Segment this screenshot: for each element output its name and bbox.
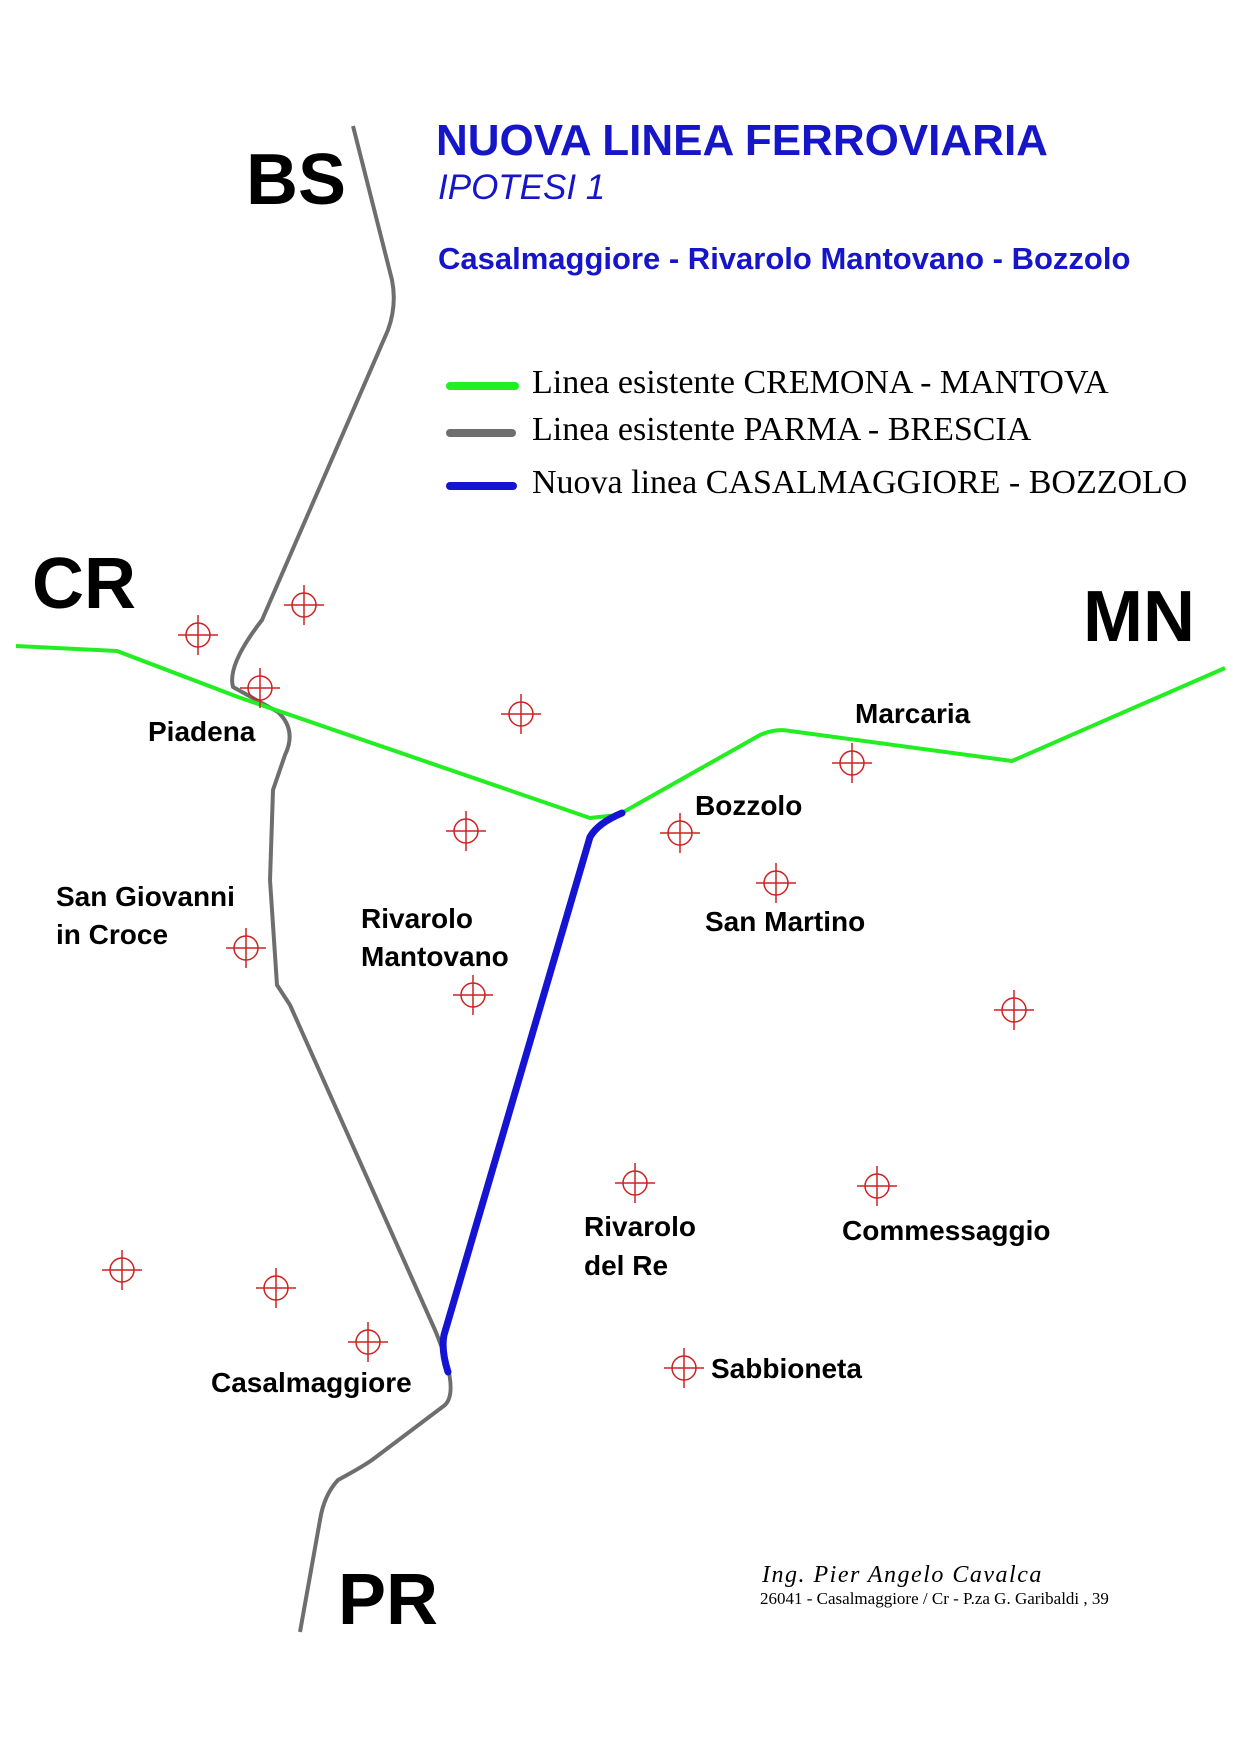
author-address: 26041 - Casalmaggiore / Cr - P.za G. Gar… [760,1589,1109,1608]
town-marker-casalmaggiore-icon [347,1321,389,1363]
map-title: NUOVA LINEA FERROVIARIA [436,116,1048,165]
town-marker-rivarolo-del-re-icon [614,1162,656,1204]
author-credit: Ing. Pier Angelo Cavalca [761,1562,1043,1588]
legend: Linea esistente CREMONA - MANTOVA Linea … [446,364,1187,501]
town-marker-bozzolo-icon [659,812,701,854]
town-marker-piadena-icon [239,667,281,709]
town-marker-marcaria-icon [831,742,873,784]
town-marker-icon [101,1249,143,1291]
town-label-rivarolo-del-re-line2: del Re [584,1250,668,1281]
rail-line-parma-brescia [230,125,453,1633]
rail-line-new-casalmaggiore-bozzolo [439,809,626,1376]
town-marker-commessaggio-icon [856,1165,898,1207]
town-label-san-martino: San Martino [705,906,865,937]
province-label-cr: CR [32,544,136,624]
town-label-commessaggio: Commessaggio [842,1215,1051,1246]
province-label-bs: BS [246,140,346,220]
town-label-rivarolo-mantovano-line1: Rivarolo [361,903,473,934]
town-marker-icon [993,989,1035,1031]
town-marker-icon [177,614,219,656]
town-label-casalmaggiore: Casalmaggiore [211,1367,412,1398]
town-label-san-giovanni-line2: in Croce [56,919,168,950]
town-label-sabbioneta: Sabbioneta [711,1353,862,1384]
town-label-bozzolo: Bozzolo [695,790,802,821]
town-marker-sabbioneta-icon [663,1347,705,1389]
province-label-mn: MN [1083,577,1195,657]
town-label-rivarolo-del-re-line1: Rivarolo [584,1211,696,1242]
town-marker-rivarolo-mantovano-icon [452,974,494,1016]
town-marker-san-giovanni-icon [225,927,267,969]
province-label-pr: PR [338,1560,438,1640]
town-label-piadena: Piadena [148,716,256,747]
legend-label-new-line: Nuova linea CASALMAGGIORE - BOZZOLO [532,464,1187,501]
map-subtitle: IPOTESI 1 [438,168,605,207]
town-marker-san-martino-icon [755,862,797,904]
town-label-marcaria: Marcaria [855,698,971,729]
town-label-san-giovanni-line1: San Giovanni [56,881,235,912]
town-label-rivarolo-mantovano-line2: Mantovano [361,941,509,972]
town-marker-icon [283,584,325,626]
town-marker-icon [445,810,487,852]
town-marker-icon [255,1267,297,1309]
map-route-title: Casalmaggiore - Rivarolo Mantovano - Boz… [438,241,1130,276]
rail-line-cremona-mantova [15,644,1226,820]
legend-label-cremona-mantova: Linea esistente CREMONA - MANTOVA [532,364,1109,401]
legend-label-parma-brescia: Linea esistente PARMA - BRESCIA [532,411,1032,448]
town-marker-icon [500,693,542,735]
